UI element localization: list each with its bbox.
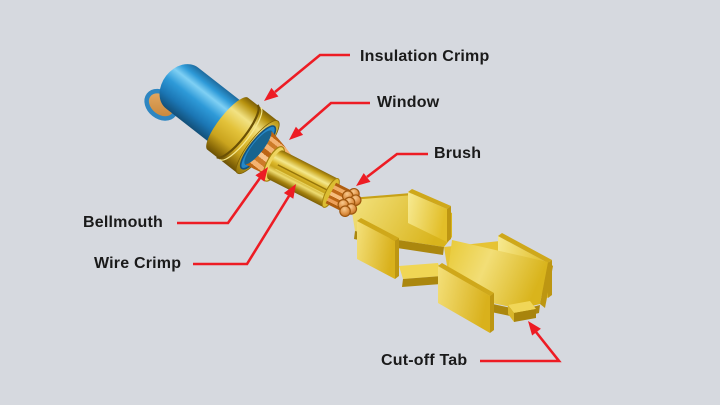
crimp-band-highlight: [219, 107, 263, 161]
label-cutoff-tab: Cut-off Tab: [381, 352, 468, 369]
crimp-band-groove: [216, 104, 260, 159]
cutoff-tab-front: [514, 309, 536, 322]
wing-wall-front-1: [357, 221, 395, 279]
arrow-bellmouth: [177, 167, 268, 225]
insulation-crimp-band: [206, 97, 278, 174]
arrow-cutoff-tab: [480, 321, 562, 363]
wing-wall-back-1-side: [447, 206, 451, 242]
label-wire-crimp: Wire Crimp: [94, 255, 182, 272]
wing-wall-front-1-side: [395, 238, 399, 279]
wire-crimp-barrel: [267, 150, 339, 208]
wing-wall-back-1: [408, 192, 447, 242]
wing-wall-back-2-top: [498, 233, 552, 263]
wing-wall-back-1-top: [408, 189, 451, 209]
label-window: Window: [377, 94, 440, 111]
wing-wall-front-2-side: [490, 293, 494, 333]
callout-arrows: [177, 53, 562, 363]
crimp-seam: [277, 164, 332, 193]
crimp-seam-highlight: [275, 168, 330, 197]
insulation-inner-shadow: [244, 130, 273, 166]
cutoff-tab-left: [508, 305, 514, 322]
label-insulation-crimp: Insulation Crimp: [360, 48, 490, 65]
strip-ledge: [399, 263, 442, 279]
label-bellmouth: Bellmouth: [83, 214, 164, 231]
wing-wall-front-1-top: [357, 218, 399, 241]
wing-wall-front-2-top: [438, 263, 494, 296]
cutoff-tab-part: [508, 301, 536, 322]
arrow-insulation-crimp: [264, 53, 350, 101]
arrow-wire-crimp: [193, 184, 296, 266]
label-brush: Brush: [434, 145, 482, 162]
terminal-strip: [350, 189, 553, 333]
wing-wall-front-2: [438, 266, 490, 333]
arrow-window: [289, 101, 370, 140]
brush-strand-ends: [337, 187, 362, 218]
wire-crimp-assembly: [262, 146, 362, 218]
strip-end-face: [540, 262, 553, 308]
arrow-brush: [356, 152, 428, 186]
strip-ledge-edge: [402, 276, 442, 287]
cutoff-tab-top: [508, 301, 536, 313]
